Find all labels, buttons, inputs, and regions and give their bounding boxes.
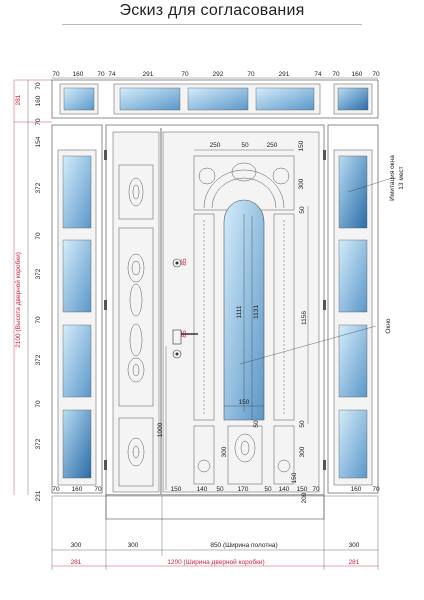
inner-right-dim-1: 300 (299, 446, 306, 457)
lock-mark-1: 85 (181, 330, 188, 338)
bottom-dim-0: 300 (71, 542, 82, 549)
bottom-row-dim-3: 150 (171, 486, 182, 493)
top-dim-9: 74 (314, 71, 322, 78)
lock-mark-0: 85 (181, 258, 188, 266)
bottom-dim-1: 300 (128, 542, 139, 549)
door (104, 124, 326, 496)
bottom-red-dim-1: 1200 (Ширина дверной коробки) (167, 558, 264, 566)
title-underline (62, 24, 362, 25)
inner-right-dim-0: 50 (299, 206, 306, 214)
top-dim-10: 70 (332, 71, 340, 78)
transom-left-glass (63, 87, 95, 111)
annotation-imitation-2: 13 мест (398, 166, 405, 189)
top-dim-4: 291 (143, 71, 154, 78)
arch-dim-3: 150 (298, 140, 305, 151)
bottom-row-dim-12: 70 (372, 486, 380, 493)
top-dim-2: 70 (97, 71, 105, 78)
left-dim-10: 372 (35, 438, 42, 449)
top-dim-1: 160 (73, 71, 84, 78)
left-dim-3: 154 (35, 136, 42, 147)
bottom-row-dim-0: 70 (52, 486, 60, 493)
left-dim-8: 372 (35, 354, 42, 365)
bottom-row-dim-7: 50 (264, 486, 272, 493)
annotation-imitation-1: Имитация окна (389, 155, 396, 201)
arch-dim-0: 250 (210, 142, 221, 149)
top-dim-6: 292 (213, 71, 224, 78)
threshold (105, 494, 325, 520)
bottom-row-dim-9: 150 (297, 486, 308, 493)
bottom-dim-3: 300 (349, 542, 360, 549)
transom-row (51, 79, 379, 119)
left-leaf-ornaments (127, 177, 145, 467)
top-dim-5: 70 (181, 71, 189, 78)
window-dim-4: 50 (253, 420, 260, 428)
transom-right-glass (337, 87, 369, 111)
window-dim-2: 1156 (301, 311, 308, 325)
arch-dim-1: 50 (241, 142, 249, 149)
transom-glass-2 (187, 87, 249, 111)
dimension-lines (13, 77, 393, 570)
arch-dim-4: 300 (298, 178, 305, 189)
arch-dim-2: 250 (267, 142, 278, 149)
left-dim-5: 70 (35, 232, 42, 240)
bottom-row-dim-5: 50 (216, 486, 224, 493)
left-dim-4: 372 (35, 182, 42, 193)
pilaster-ornaments (203, 220, 285, 414)
left-dim-0: 70 (35, 82, 42, 90)
window-dim-1: 1131 (253, 305, 260, 319)
left-red-dim-1: 2100 (Высота дверной коробки) (14, 252, 22, 348)
right-sidelight (327, 124, 379, 494)
left-dim-6: 372 (35, 268, 42, 279)
top-dim-8: 291 (279, 71, 290, 78)
top-dim-3: 74 (108, 71, 116, 78)
bottom-dim-2: 850 (Ширина полотна) (210, 542, 277, 549)
page-title: Эскиз для согласования (119, 2, 305, 19)
window-dim-3: 150 (239, 399, 250, 406)
left-dim-2: 70 (35, 118, 42, 126)
inner-right-dim-2: 150 (291, 472, 298, 483)
lock-upper (172, 258, 182, 268)
door-dim-2: 300 (221, 446, 228, 457)
left-red-dim-0: 281 (15, 94, 22, 105)
bottom-row-dim-11: 160 (351, 486, 362, 493)
bottom-row-dim-1: 160 (72, 486, 83, 493)
bottom-red-dim-2: 281 (349, 559, 360, 566)
bottom-row-dim-6: 170 (238, 486, 249, 493)
bottom-row-dim-4: 140 (197, 486, 208, 493)
annotation-window: Окно (385, 318, 392, 333)
bottom-row-dim-10: 70 (312, 486, 320, 493)
transom-glass-1 (119, 87, 181, 111)
top-dim-12: 70 (372, 71, 380, 78)
left-dim-1: 160 (35, 95, 42, 106)
top-dim-11: 160 (352, 71, 363, 78)
left-dim-11: 231 (35, 490, 42, 501)
transom-glass-3 (255, 87, 315, 111)
handle (172, 329, 198, 345)
door-dim-1: 200 (301, 492, 308, 503)
window-dim-5: 50 (299, 420, 306, 428)
top-dim-7: 70 (247, 71, 255, 78)
left-dim-9: 70 (35, 400, 42, 408)
bottom-row-dim-8: 140 (279, 486, 290, 493)
bottom-red-dim-0: 281 (71, 559, 82, 566)
lock-lower (172, 349, 182, 359)
bottom-row-dim-2: 70 (94, 486, 102, 493)
door-dim-0: 1000 (157, 422, 164, 437)
window-dim-0: 1111 (236, 305, 243, 318)
left-sidelight (51, 124, 103, 494)
top-dim-0: 70 (52, 71, 60, 78)
left-dim-7: 70 (35, 316, 42, 324)
